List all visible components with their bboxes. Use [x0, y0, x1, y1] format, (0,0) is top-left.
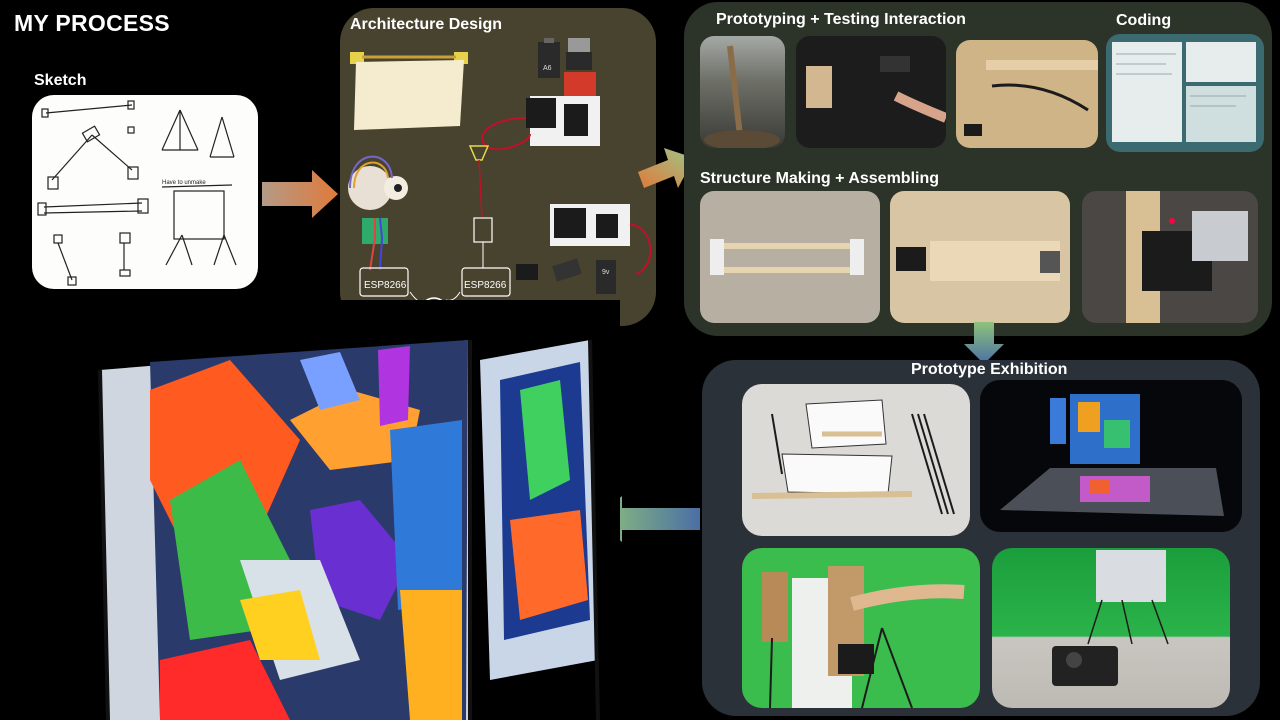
coding-photo	[1106, 34, 1264, 152]
coding-label: Coding	[1116, 12, 1172, 29]
exhibition-photo-2	[980, 380, 1242, 532]
prototype-photo-2	[796, 36, 946, 148]
exhibition-photo-3	[742, 548, 980, 708]
structure-photo-2	[890, 191, 1070, 323]
architecture-label: Architecture Design	[350, 16, 503, 33]
prototype-photo-1	[700, 36, 785, 148]
arrow-up-right-icon	[638, 148, 694, 188]
battery-top-label: A6	[543, 65, 552, 72]
structure-photo-1	[700, 191, 880, 323]
exhibition-photo-4	[992, 548, 1230, 708]
prototyping-label: Prototyping + Testing Interaction	[716, 11, 966, 28]
arrow-left-icon	[594, 496, 700, 542]
exhibition-label: Prototype Exhibition	[911, 361, 1068, 378]
architecture-panel: Architecture Design A6 ESP8266	[340, 8, 656, 326]
sketch-image: Have to unmake	[32, 95, 258, 289]
installation-photo	[0, 300, 620, 720]
arrow-down-icon	[964, 322, 1004, 364]
exhibition-photo-1	[742, 384, 970, 536]
structure-label: Structure Making + Assembling	[700, 170, 940, 187]
battery-bottom-label: 9v	[602, 269, 610, 276]
prototype-photo-3	[956, 40, 1098, 148]
sketch-note: Have to unmake	[162, 180, 206, 186]
architecture-diagram: A6 ESP8266 ESP8266 9v	[348, 38, 652, 312]
sketch-label: Sketch	[34, 72, 87, 89]
esp-right-label: ESP8266	[464, 280, 507, 291]
esp-left-label: ESP8266	[364, 280, 407, 291]
arrow-right-icon	[262, 170, 338, 218]
page-title: MY PROCESS	[14, 10, 170, 36]
sketch-drawing: Have to unmake	[37, 100, 237, 286]
structure-photo-3	[1082, 191, 1258, 323]
